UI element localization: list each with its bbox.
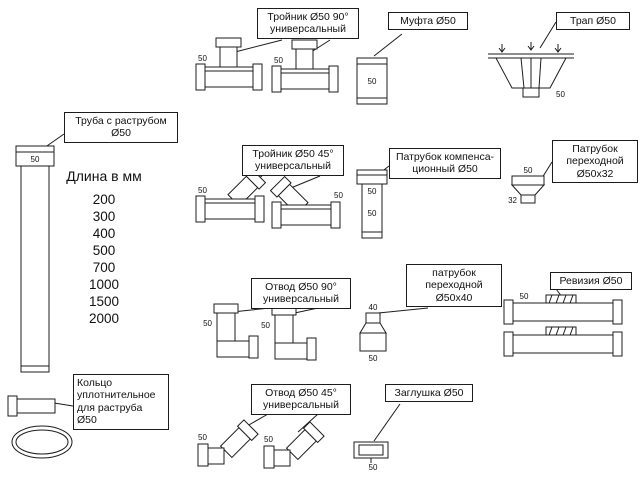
pipe-drawing (15, 145, 55, 373)
label-mufta: Муфта Ø50 (388, 12, 468, 31)
dim-label: 40 (369, 303, 378, 312)
dim-label: 50 (203, 319, 212, 328)
label-pipe: Труба с раструбом Ø50 (64, 112, 178, 143)
dim-label: 32 (508, 196, 517, 205)
label-pat5032: Патрубок переходной Ø50x32 (552, 140, 638, 184)
dim-label: 50 (31, 155, 40, 164)
tee45-drawing-2 (269, 175, 341, 229)
label-elbow45: Отвод Ø50 45° универсальный (251, 384, 351, 415)
label-compensation: Патрубок компенса-ционный Ø50 (389, 148, 501, 179)
tee90-drawing-1 (195, 37, 263, 91)
dim-label: 50 (198, 433, 207, 442)
label-ring: Кольцо уплотнительное для раструба Ø50 (73, 374, 169, 430)
drain-drawing (488, 42, 574, 98)
coupling-drawing (356, 57, 388, 105)
pipe-length-value: 1500 (88, 294, 120, 309)
pipe-length-value: 200 (92, 192, 116, 207)
pipe-length-value: 1000 (88, 277, 120, 292)
pipe-length-list: Длина в мм 200 300 400 500 700 1000 1500… (60, 168, 148, 327)
elbow90-drawing-1 (213, 303, 259, 359)
label-pat5040: патрубок переходной Ø50x40 (406, 264, 502, 308)
compensation-drawing (356, 169, 388, 239)
dim-label: 50 (368, 187, 377, 196)
pipe-length-value: 400 (92, 226, 116, 241)
dim-label: 50 (520, 292, 529, 301)
dim-label: 50 (524, 166, 533, 175)
dim-label: 50 (198, 54, 207, 63)
label-tee45: Тройник Ø50 45° универсальный (242, 145, 344, 176)
elbow45-drawing-1 (197, 419, 259, 467)
pipe-length-value: 500 (92, 243, 116, 258)
dim-label: 50 (264, 435, 273, 444)
pipe-length-value: 300 (92, 209, 116, 224)
dim-label: 50 (556, 90, 565, 99)
dim-label: 50 (198, 186, 207, 195)
tee90-drawing-2 (271, 39, 339, 93)
dim-label: 50 (369, 463, 378, 472)
dim-label: 50 (334, 191, 343, 200)
dim-label: 50 (274, 56, 283, 65)
transition-5032-drawing (510, 175, 546, 204)
label-plug: Заглушка Ø50 (385, 384, 473, 403)
pipe-length-header: Длина в мм (66, 168, 142, 184)
label-tee90: Тройник Ø50 90° универсальный (257, 8, 359, 39)
tee45-drawing-1 (195, 167, 267, 223)
elbow45-drawing-2 (263, 421, 325, 469)
elbow90-drawing-2 (271, 305, 317, 361)
label-elbow90: Отвод Ø50 90° универсальный (251, 278, 351, 309)
revision-drawing (503, 294, 623, 357)
pipe-length-value: 700 (92, 260, 116, 275)
sealing-ring-drawing (7, 395, 73, 459)
dim-label: 50 (261, 321, 270, 330)
plug-drawing (353, 441, 389, 463)
label-trap: Трап Ø50 (556, 12, 630, 31)
dim-label: 50 (369, 354, 378, 363)
label-revizia: Ревизия Ø50 (550, 272, 632, 291)
transition-5040-drawing (359, 312, 387, 352)
dim-label: 50 (368, 77, 377, 86)
pipe-length-value: 2000 (88, 311, 120, 326)
dim-label: 50 (368, 209, 377, 218)
